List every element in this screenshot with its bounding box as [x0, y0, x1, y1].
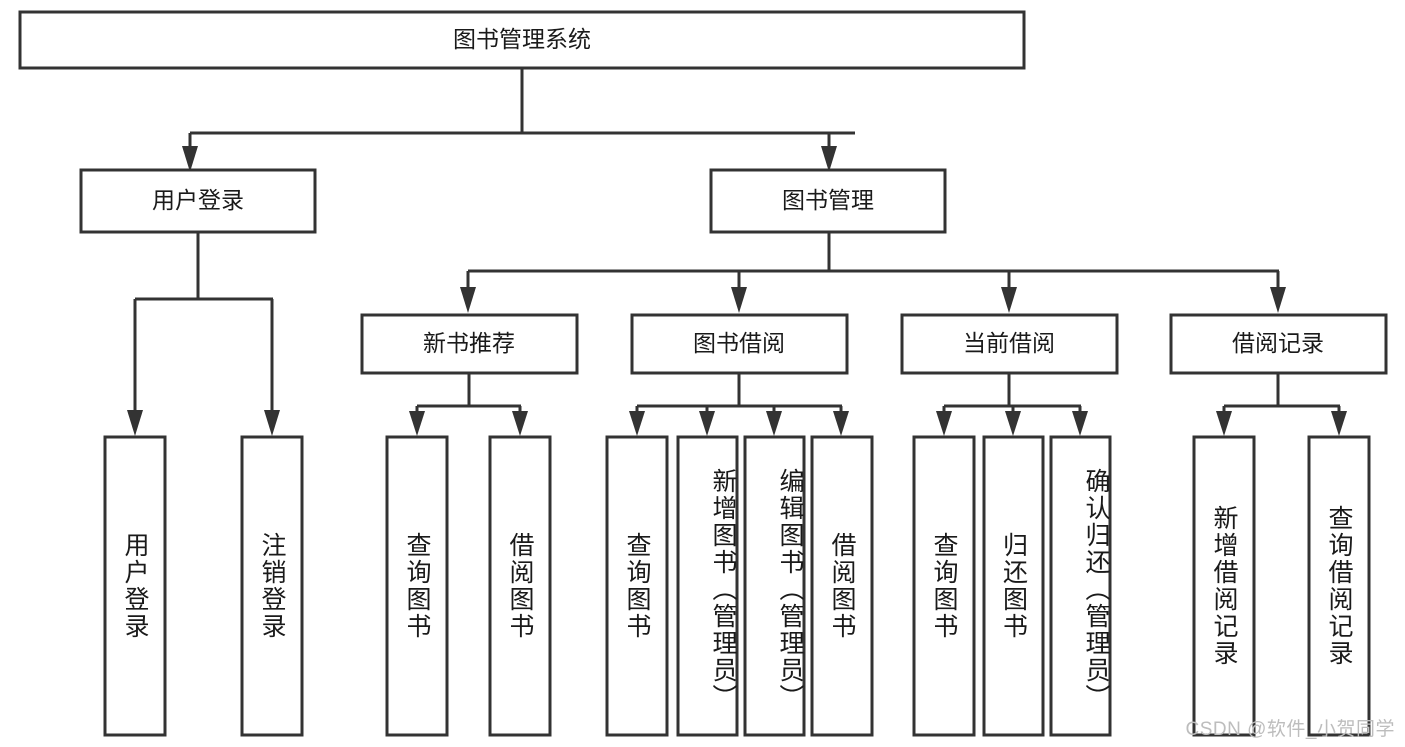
node-borrow-record-label: 借阅记录 — [1232, 330, 1324, 356]
connector-currentborrow-to-leaves — [936, 373, 1088, 436]
node-root-system-label: 图书管理系统 — [453, 26, 591, 52]
node-new-book-recommend-label: 新书推荐 — [423, 330, 515, 356]
leaf-box-confirm-return[interactable] — [1049, 435, 1112, 737]
leaf-box-borrow-book-2[interactable] — [810, 435, 874, 737]
leaf-box-query-book-3[interactable] — [912, 435, 976, 737]
leaf-label-confirm-return: 确认归还（管理员） — [1082, 467, 1110, 711]
leaf-label-borrow-book-1: 借阅图书 — [506, 532, 534, 640]
leaf-label-query-book-1: 查询图书 — [403, 532, 431, 640]
connector-newbook-to-leaves — [409, 373, 528, 436]
leaf-label-add-record: 新增借阅记录 — [1210, 505, 1238, 667]
connector-root-to-level2 — [182, 68, 855, 172]
connector-bookborrow-to-leaves — [629, 373, 849, 436]
leaf-box-borrow-book-1[interactable] — [488, 435, 552, 737]
node-new-book-recommend[interactable]: 新书推荐 — [360, 313, 579, 375]
leaf-box-add-book[interactable] — [676, 435, 739, 737]
leaf-label-borrow-book-2: 借阅图书 — [828, 532, 856, 640]
leaf-box-query-book-2[interactable] — [605, 435, 669, 737]
node-book-management-label: 图书管理 — [782, 187, 874, 213]
node-book-borrow[interactable]: 图书借阅 — [630, 313, 849, 375]
node-user-login[interactable]: 用户登录 — [79, 168, 317, 234]
connector-userlogin-to-leaves — [127, 232, 280, 436]
connector-bookmgmt-to-level3 — [460, 232, 1286, 313]
leaf-box-logout-login[interactable] — [240, 435, 304, 737]
leaf-label-user-login: 用户登录 — [121, 532, 149, 640]
leaf-label-query-book-2: 查询图书 — [623, 532, 651, 640]
node-current-borrow-label: 当前借阅 — [963, 330, 1055, 356]
leaf-box-query-book-1[interactable] — [385, 435, 449, 737]
leaf-label-edit-book: 编辑图书（管理员） — [776, 467, 804, 711]
node-user-login-label: 用户登录 — [152, 187, 244, 213]
leaf-box-edit-book[interactable] — [743, 435, 806, 737]
node-borrow-record[interactable]: 借阅记录 — [1169, 313, 1388, 375]
csdn-watermark: CSDN @软件_小贺同学 — [1185, 719, 1395, 740]
leaf-label-query-record: 查询借阅记录 — [1325, 505, 1353, 667]
leaf-label-logout-login: 注销登录 — [258, 532, 286, 640]
node-book-borrow-label: 图书借阅 — [693, 330, 785, 356]
leaf-label-add-book: 新增图书（管理员） — [709, 467, 737, 711]
leaf-box-user-login[interactable] — [103, 435, 167, 737]
leaf-label-query-book-3: 查询图书 — [930, 532, 958, 640]
node-current-borrow[interactable]: 当前借阅 — [900, 313, 1119, 375]
leaf-box-query-record[interactable] — [1307, 435, 1371, 737]
leaf-label-return-book: 归还图书 — [999, 532, 1028, 640]
node-root-system[interactable]: 图书管理系统 — [18, 10, 1026, 70]
connector-borrowrecord-to-leaves — [1216, 373, 1347, 436]
node-book-management[interactable]: 图书管理 — [709, 168, 947, 234]
leaf-box-return-book[interactable] — [982, 435, 1045, 737]
leaf-box-add-record[interactable] — [1192, 435, 1256, 737]
